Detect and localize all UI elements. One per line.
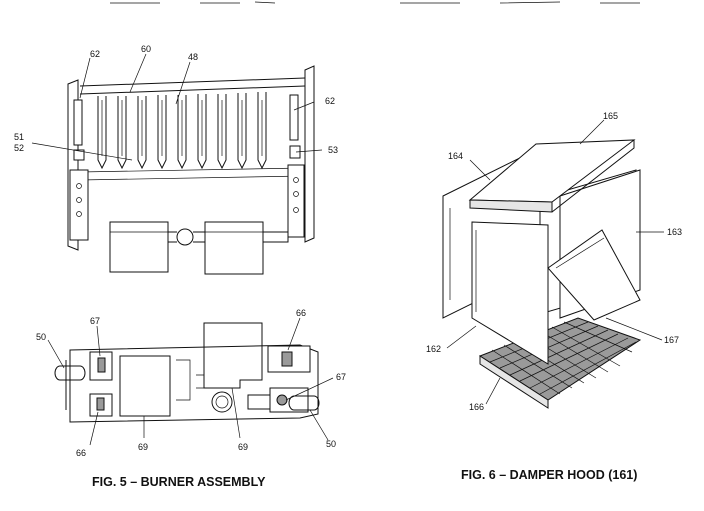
burner-tube — [97, 96, 107, 170]
burner-tube — [157, 95, 167, 170]
burner-side-view — [54, 322, 320, 423]
callout-60: 60 — [141, 44, 151, 54]
leader-lines-lower — [47, 317, 334, 446]
callout-62-right: 62 — [325, 96, 335, 106]
callout-164: 164 — [448, 151, 463, 161]
valve-blocks-top-view — [109, 221, 289, 275]
callout-166: 166 — [469, 402, 484, 412]
callout-67-left: 67 — [90, 316, 100, 326]
burner-tube — [117, 96, 127, 170]
burner-tube — [257, 92, 267, 170]
callout-51: 51 — [14, 132, 24, 142]
callout-66-bottom: 66 — [76, 448, 86, 458]
callout-165: 165 — [603, 111, 618, 121]
callout-66-top: 66 — [296, 308, 306, 318]
callout-62-left: 62 — [90, 49, 100, 59]
burner-tube — [177, 95, 187, 170]
callout-167: 167 — [664, 335, 679, 345]
burner-tube — [237, 93, 247, 170]
burner-tube — [197, 94, 207, 170]
callout-69-right: 69 — [238, 442, 248, 452]
callout-50-left: 50 — [36, 332, 46, 342]
burner-tube — [137, 96, 147, 170]
burner-tubes — [97, 92, 267, 170]
callout-52: 52 — [14, 143, 24, 153]
fig5-callouts: 62 60 48 62 51 52 53 67 66 50 66 69 69 6… — [14, 44, 346, 458]
callout-163: 163 — [667, 227, 682, 237]
callout-69-left: 69 — [138, 442, 148, 452]
callout-50-right: 50 — [326, 439, 336, 449]
callout-67-right: 67 — [336, 372, 346, 382]
burner-top-view — [67, 65, 315, 251]
page-top-fragment — [110, 1, 640, 4]
fig6-caption: FIG. 6 – DAMPER HOOD (161) — [461, 468, 637, 482]
burner-tube — [217, 94, 227, 170]
fig5-caption: FIG. 5 – BURNER ASSEMBLY — [92, 475, 266, 489]
damper-hood — [442, 139, 642, 409]
callout-48: 48 — [188, 52, 198, 62]
fig6-callouts: 165 164 163 162 167 166 — [426, 111, 682, 412]
callout-162: 162 — [426, 344, 441, 354]
callout-53: 53 — [328, 145, 338, 155]
leader-lines-upper — [31, 53, 323, 161]
leader-lines-fig6 — [446, 119, 664, 405]
